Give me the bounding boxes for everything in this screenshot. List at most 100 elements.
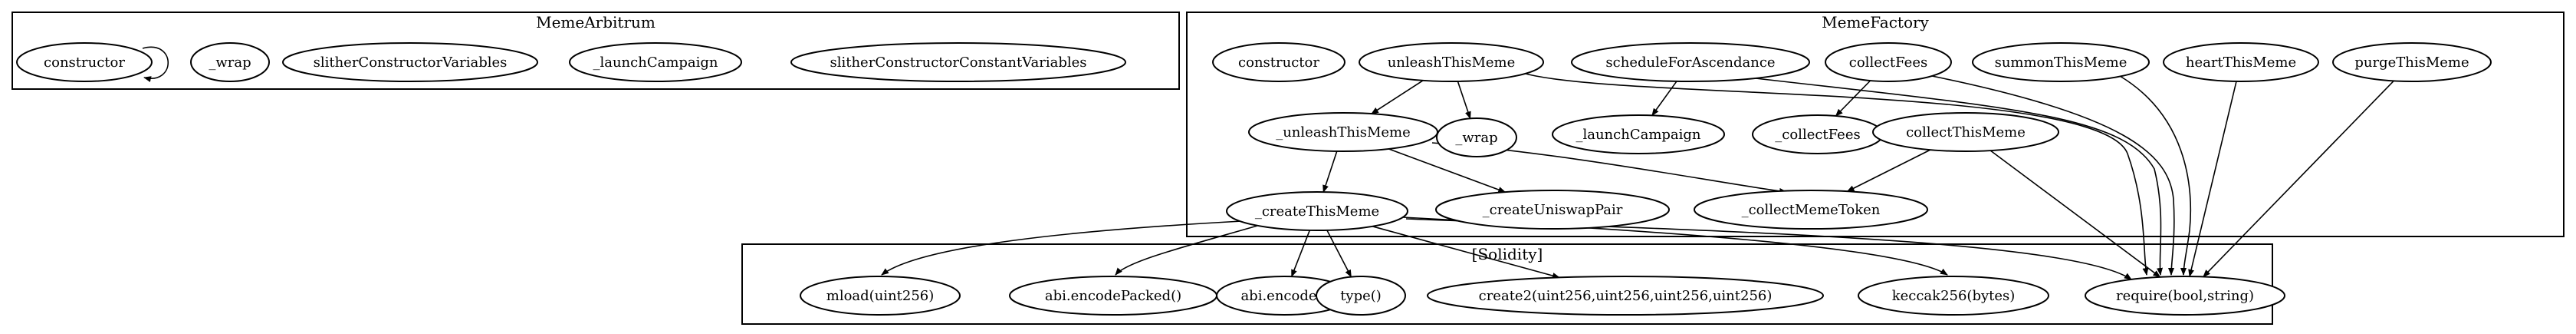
node-ellipse (16, 42, 153, 82)
node-mf-createpair[interactable]: _createUniswapPair (1435, 190, 1670, 230)
node-mf-unleash[interactable]: unleashThisMeme (1359, 42, 1544, 82)
cluster-box (1186, 12, 2564, 237)
node-sol-mload[interactable]: mload(uint256) (800, 276, 961, 316)
node-sol-type[interactable]: type() (1316, 276, 1406, 316)
node-sol-create2[interactable]: create2(uint256,uint256,uint256,uint256) (1427, 276, 1824, 316)
node-ellipse (1212, 42, 1346, 82)
node-mf-schedule[interactable]: scheduleForAscendance (1571, 42, 1810, 82)
node-sol-keccak[interactable]: keccak256(bytes) (1858, 276, 2049, 316)
node-ellipse (569, 42, 742, 82)
node-mf-constructor[interactable]: constructor (1212, 42, 1346, 82)
node-label: unleashThisMeme (1388, 55, 1516, 71)
edge-mf-collectthis-to-mf-collecttoken (1846, 149, 1931, 193)
node-label: _wrap (1455, 130, 1497, 146)
node-sol-require[interactable]: require(bool,string) (2085, 276, 2285, 316)
node-mf-createthis[interactable]: _createThisMeme (1226, 191, 1408, 231)
edge-mf-createthis-to-sol-type (1326, 230, 1352, 278)
node-arb-slithercv[interactable]: slitherConstructorVariables (282, 42, 538, 82)
node-ellipse (1226, 191, 1408, 231)
cluster-box (12, 12, 1180, 90)
node-ellipse (282, 42, 538, 82)
node-ellipse (1858, 276, 2049, 316)
node-ellipse (1427, 276, 1824, 316)
edge-mf-collectfees-to-mf-collectfees (1835, 80, 1871, 117)
node-mf-summon[interactable]: summonThisMeme (1972, 42, 2150, 82)
node-label: purgeThisMeme (2354, 55, 2469, 71)
edge-mf-unleash-to-mf-createthis (1322, 150, 1338, 193)
node-ellipse (1435, 190, 1670, 230)
edge-mf-unleash-to-mf-unleash (1371, 80, 1424, 114)
node-ellipse (790, 42, 1126, 82)
edge-mf-unleash-to-sol-require (1525, 73, 2149, 276)
node-label: keccak256(bytes) (1892, 288, 2016, 304)
node-label: summonThisMeme (1995, 55, 2128, 71)
edge-mf-collectfees-to-sol-require (1931, 75, 2175, 276)
cluster-solidity: [Solidity] (741, 243, 2273, 325)
node-sol-encodepacked[interactable]: abi.encodePacked() (1009, 276, 1217, 316)
clusters-layer: MemeArbitrum MemeFactory [Solidity] (12, 12, 2564, 325)
cluster-title: [Solidity] (1472, 245, 1543, 263)
node-label: _createUniswapPair (1483, 202, 1623, 218)
node-ellipse (1694, 190, 1928, 230)
node-label: abi.encodePacked() (1045, 288, 1181, 304)
cluster-memearbitrum: MemeArbitrum (12, 12, 1180, 90)
node-arb-wrap[interactable]: _wrap (190, 42, 270, 82)
node-label: abi.encode() (1240, 288, 1327, 304)
node-ellipse (1825, 42, 1952, 82)
node-label: _wrap (209, 55, 251, 71)
node-label: slitherConstructorConstantVariables (830, 55, 1086, 71)
node-mf-collectfees[interactable]: collectFees (1825, 42, 1952, 82)
node-ellipse (1436, 117, 1517, 157)
node-mf-purge[interactable]: purgeThisMeme (2332, 42, 2492, 82)
node-ellipse (1316, 276, 1406, 316)
node-label: _launchCampaign (1576, 127, 1700, 143)
node-label: scheduleForAscendance (1605, 55, 1775, 71)
cluster-title: MemeArbitrum (536, 13, 656, 31)
node-mf-unleash[interactable]: _unleashThisMeme (1248, 112, 1438, 152)
node-ellipse (190, 42, 270, 82)
edge-mf-collectthis-to-sol-require (1990, 150, 2161, 278)
node-label: constructor (1238, 55, 1319, 71)
node-arb-constructor[interactable]: constructor (16, 42, 153, 82)
edge-mf-createthis-to-sol-encodepacked (1115, 225, 1258, 276)
cluster-title: MemeFactory (1822, 13, 1929, 31)
node-mf-collecttoken[interactable]: _collectMemeToken (1694, 190, 1928, 230)
edge-mf-createthis-to-sol-mload (881, 220, 1243, 276)
node-ellipse (2163, 42, 2319, 82)
node-ellipse (1972, 42, 2150, 82)
node-mf-launchcampaign[interactable]: _launchCampaign (1552, 114, 1725, 154)
cluster-memefactory: MemeFactory (1186, 12, 2564, 237)
node-label: collectThisMeme (1906, 124, 2026, 141)
node-ellipse (1571, 42, 1810, 82)
node-ellipse (1359, 42, 1544, 82)
node-label: constructor (44, 55, 125, 71)
edge-mf-unleash-to-mf-createpair (1388, 148, 1506, 193)
node-label: _createThisMeme (1255, 203, 1379, 220)
node-arb-launchcampaign[interactable]: _launchCampaign (569, 42, 742, 82)
node-mf-collectfees[interactable]: _collectFees (1752, 114, 1884, 154)
node-label: slitherConstructorVariables (314, 55, 508, 71)
node-ellipse (800, 276, 961, 316)
edge-mf-schedule-to-sol-require (1755, 78, 2164, 276)
node-mf-wrap[interactable]: _wrap (1436, 117, 1517, 157)
node-label: create2(uint256,uint256,uint256,uint256) (1479, 288, 1773, 304)
node-arb-slitherccv[interactable]: slitherConstructorConstantVariables (790, 42, 1126, 82)
edge-mf-purge-to-sol-require (2203, 80, 2394, 278)
node-mf-collectthis[interactable]: collectThisMeme (1872, 112, 2059, 152)
node-mf-heart[interactable]: heartThisMeme (2163, 42, 2319, 82)
edge-mf-createthis-to-sol-create2 (1372, 226, 1560, 279)
node-label: _collectMemeToken (1742, 202, 1881, 218)
node-ellipse (2332, 42, 2492, 82)
edge-mf-createthis-to-sol-encode (1290, 230, 1311, 278)
edge-mf-summon-to-sol-require (2119, 75, 2192, 276)
node-label: heartThisMeme (2186, 55, 2296, 71)
node-label: _collectFees (1775, 127, 1860, 143)
nodes-layer: constructor _wrap slitherConstructorVariab… (16, 42, 2492, 316)
edge-arb-constructor-to-arb-constructor (142, 46, 169, 82)
node-label: collectFees (1849, 55, 1927, 71)
node-ellipse (2085, 276, 2285, 316)
node-label: require(bool,string) (2116, 288, 2254, 304)
cluster-box (741, 243, 2273, 325)
node-label: _launchCampaign (593, 55, 718, 71)
